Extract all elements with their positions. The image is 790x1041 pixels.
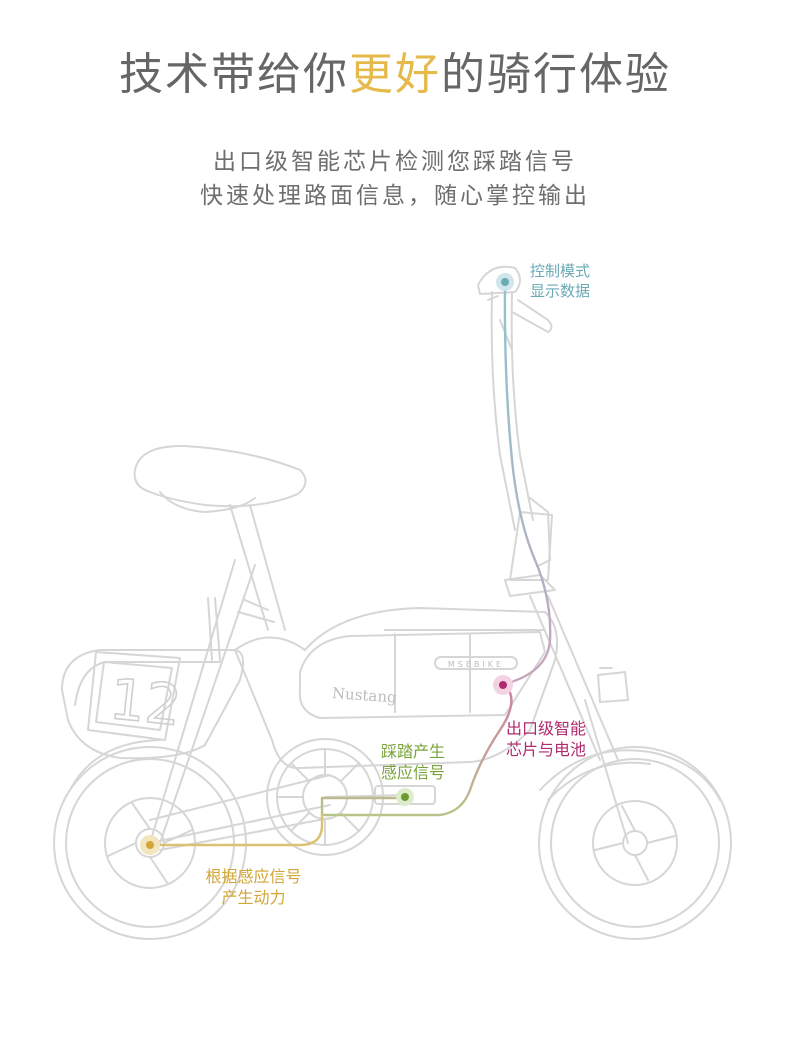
callout-display: 控制模式 显示数据: [530, 261, 590, 301]
rear-wheel: [53, 746, 247, 940]
chip-signal-line: [320, 683, 513, 817]
node-display: [496, 273, 514, 291]
handlebar-stem: [490, 291, 516, 531]
callout-chip-line-1: 出口级智能: [506, 719, 587, 738]
subtitle-line-2: 快速处理路面信息，随心掌控输出: [200, 183, 590, 209]
callout-power-line-1: 根据感应信号: [205, 867, 302, 886]
number-plate-text: 12: [107, 667, 185, 739]
callout-pedal-line-2: 感应信号: [381, 763, 446, 782]
callout-display-line-2: 显示数据: [530, 282, 591, 300]
power-signal-line: [148, 813, 324, 847]
callout-chip: 出口级智能 芯片与电池: [506, 718, 586, 760]
headline-part-2: 的骑行体验: [441, 49, 671, 100]
signal-paths: [148, 280, 552, 847]
seat: [133, 444, 307, 508]
callout-pedal-line-1: 踩踏产生: [381, 742, 446, 761]
headline-highlight: 更好: [349, 49, 441, 100]
node-power: [140, 835, 160, 855]
callout-display-line-1: 控制模式: [530, 262, 591, 280]
front-wheel: [538, 746, 732, 940]
node-pedal: [396, 788, 414, 806]
node-chip: [493, 675, 513, 695]
headline-part-1: 技术带给你: [119, 49, 349, 100]
headline: 技术带给你更好的骑行体验: [0, 38, 790, 102]
callout-chip-line-2: 芯片与电池: [506, 740, 587, 759]
callout-power: 根据感应信号 产生动力: [196, 866, 311, 908]
callout-pedal: 踩踏产生 感应信号: [381, 741, 445, 783]
subtitle-line-1: 出口级智能芯片检测您踩踏信号: [213, 149, 577, 175]
brand-plate-text: Nustang: [331, 684, 397, 706]
callout-power-line-2: 产生动力: [221, 888, 286, 907]
battery-logo-text: MSEBIKE: [448, 660, 504, 669]
display-signal-line: [503, 280, 552, 686]
bike-outline: [53, 265, 732, 940]
frame: [234, 607, 558, 770]
headlight: [597, 671, 629, 703]
